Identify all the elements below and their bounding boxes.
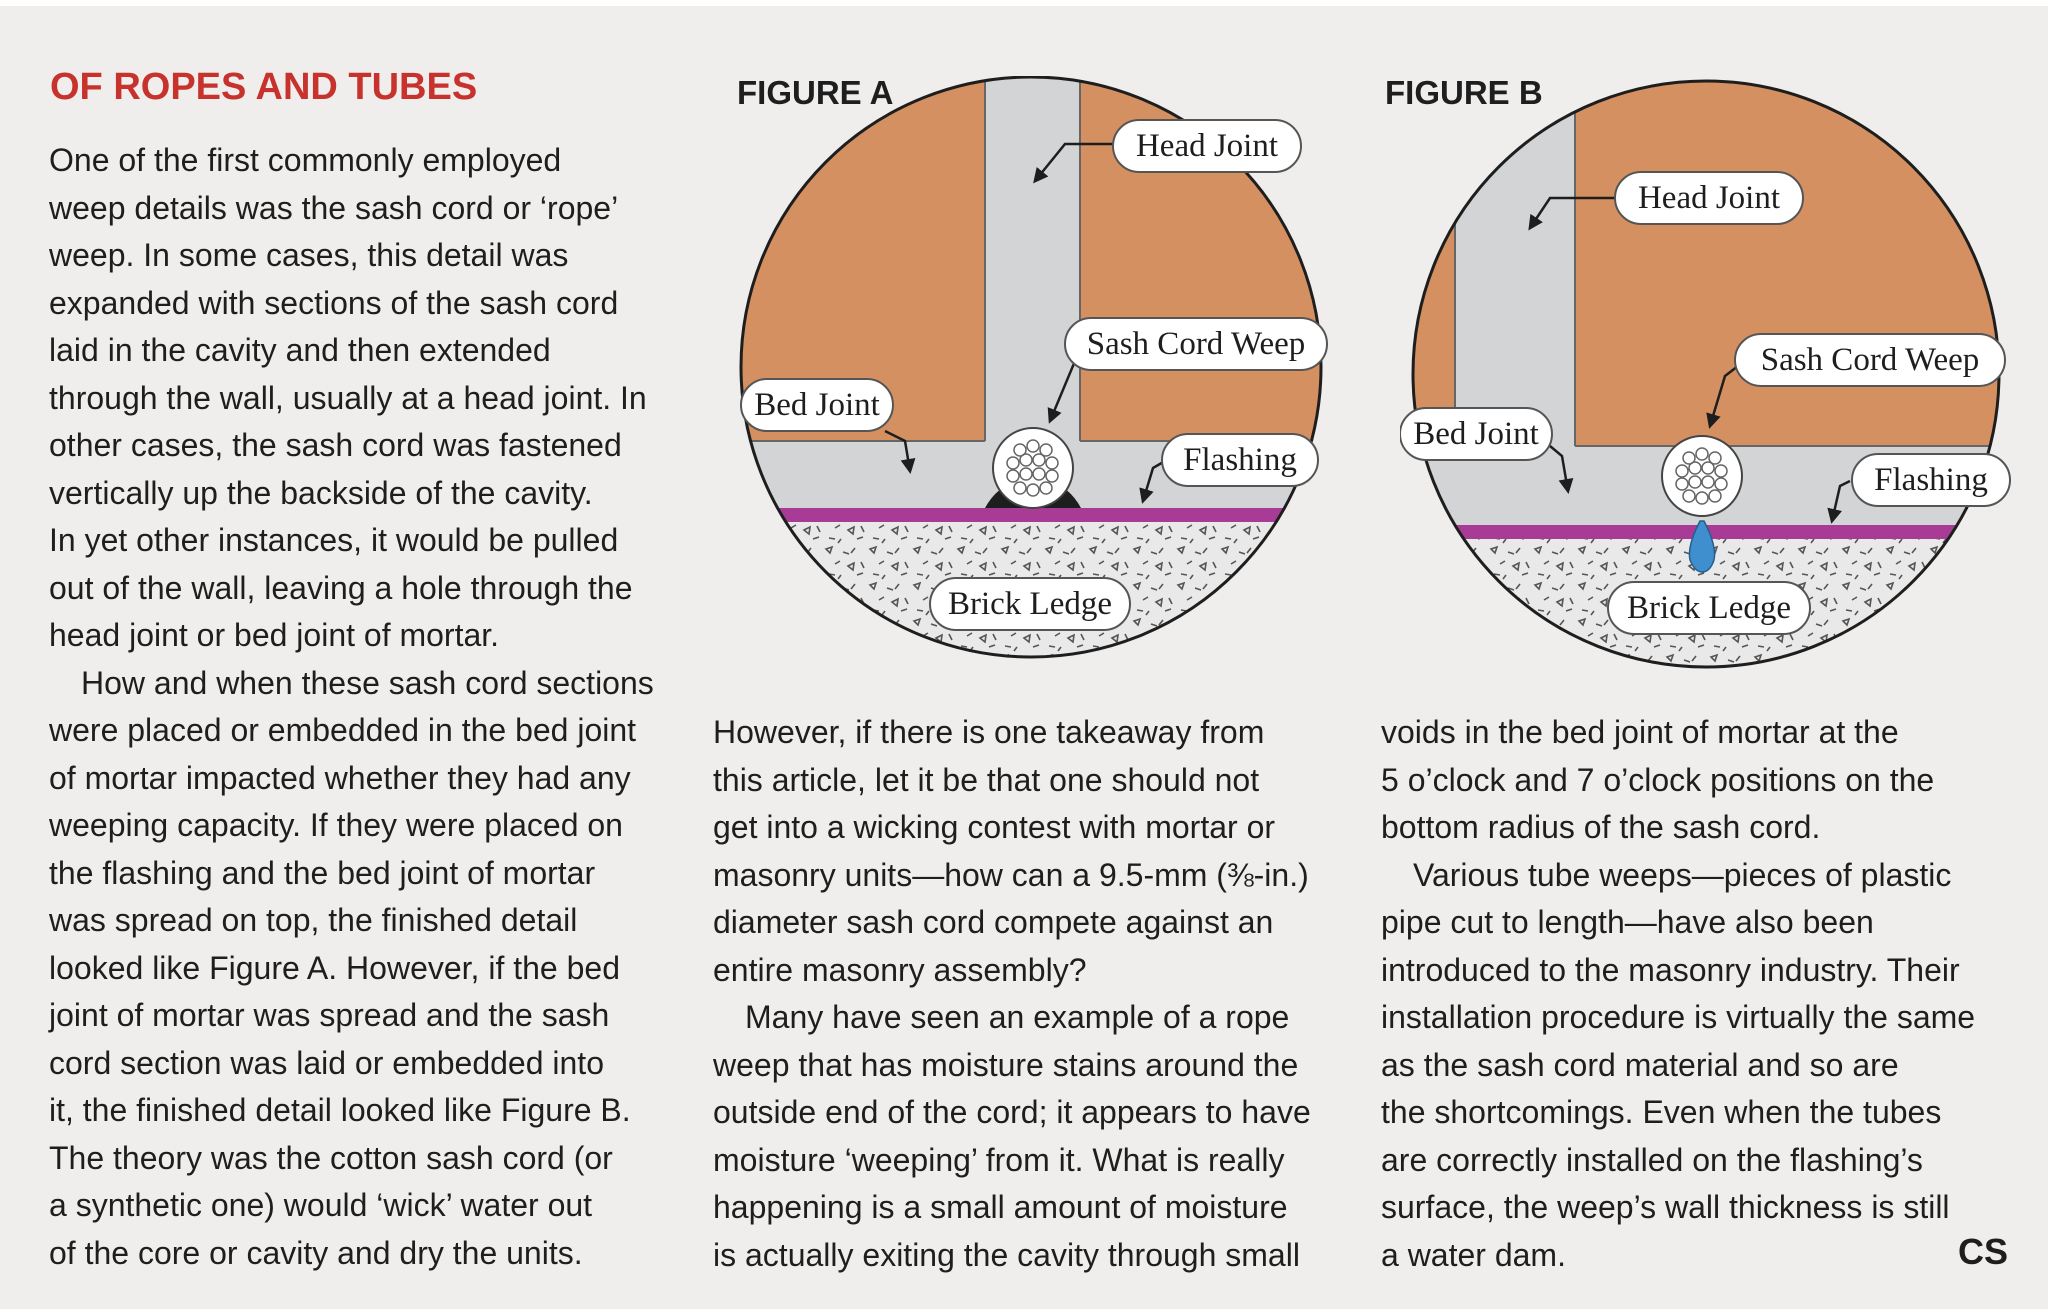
flashing-strip — [741, 508, 1321, 522]
section-title: OF ROPES AND TUBES — [50, 66, 478, 108]
sash-cord-weep-label: Sash Cord Weep — [1087, 326, 1306, 362]
text-line: get into a wicking contest with mortar o… — [713, 809, 1276, 845]
text-line: a synthetic one) would ‘wick’ water out — [49, 1187, 593, 1223]
text-line: In yet other instances, it would be pull… — [49, 522, 619, 558]
figure-b-diagram: Head Joint Sash Cord Weep Bed Joint Flas… — [1400, 79, 2011, 669]
text-line: bottom radius of the sash cord. — [1381, 809, 1821, 845]
text-line: were placed or embedded in the bed joint — [49, 712, 637, 748]
text-line: joint of mortar was spread and the sash — [49, 997, 610, 1033]
figure-b-label: FIGURE B — [1385, 74, 1543, 111]
text-line: through the wall, usually at a head join… — [49, 379, 647, 416]
brick-left — [1413, 81, 1455, 446]
end-mark: CS — [1958, 1231, 2009, 1272]
text-column-3: voids in the bed joint of mortar at the … — [1381, 709, 1975, 1279]
text-line: it, the finished detail looked like Figu… — [49, 1092, 631, 1128]
text-line: head joint or bed joint of mortar. — [49, 617, 500, 653]
text-line: of the core or cavity and dry the units. — [49, 1234, 583, 1271]
text-column-1: One of the first commonly employed weep … — [49, 137, 654, 1277]
text-line: How and when these sash cord sections — [49, 664, 654, 701]
text-line: 5 o’clock and 7 o’clock positions on the — [1381, 761, 1935, 798]
text-line: The theory was the cotton sash cord (or — [49, 1139, 613, 1176]
text-line: Many have seen an example of a rope — [713, 999, 1290, 1035]
brick-right — [1575, 81, 1999, 446]
text-line: was spread on top, the finished detail — [49, 902, 578, 938]
text-line: installation procedure is virtually the … — [1381, 999, 1976, 1035]
bed-joint-label: Bed Joint — [754, 387, 880, 423]
text-line: masonry units—how can a 9.5-mm (⅜-in.) — [713, 856, 1309, 893]
text-line: out of the wall, leaving a hole through … — [49, 569, 633, 606]
water-drop-icon — [1688, 520, 1716, 573]
text-line: diameter sash cord compete against an — [713, 904, 1274, 940]
text-line: introduced to the masonry industry. Thei… — [1381, 951, 1960, 988]
sash-cord-icon — [1661, 435, 1743, 517]
text-line: Various tube weeps—pieces of plastic — [1381, 856, 1952, 893]
flashing-label: Flashing — [1874, 462, 1988, 498]
text-line: voids in the bed joint of mortar at the — [1381, 714, 1899, 750]
text-line: are correctly installed on the flashing’… — [1381, 1141, 1923, 1178]
figure-a-label: FIGURE A — [737, 74, 894, 111]
text-line: cord section was laid or embedded into — [49, 1044, 604, 1081]
head-joint-label: Head Joint — [1638, 180, 1780, 216]
figure-a-diagram: Head Joint Sash Cord Weep Bed Joint Flas… — [739, 76, 1328, 659]
text-line: as the sash cord material and so are — [1381, 1046, 1899, 1083]
text-line: other cases, the sash cord was fastened — [49, 427, 622, 463]
text-line: is actually exiting the cavity through s… — [713, 1236, 1300, 1273]
bed-joint-label: Bed Joint — [1413, 416, 1539, 452]
text-line: weep that has moisture stains around the — [713, 1046, 1299, 1083]
text-line: the flashing and the bed joint of mortar — [49, 854, 596, 891]
sash-cord-icon — [992, 427, 1074, 509]
flashing-strip — [1413, 525, 1999, 539]
text-line: One of the first commonly employed — [49, 142, 562, 178]
text-line: a water dam. — [1381, 1236, 1566, 1273]
flashing-label: Flashing — [1183, 442, 1297, 478]
text-line: happening is a small amount of moisture — [713, 1189, 1288, 1225]
brick-ledge-label: Brick Ledge — [1627, 590, 1791, 626]
text-line: pipe cut to length—have also been — [1381, 904, 1874, 940]
sash-cord-weep-label: Sash Cord Weep — [1761, 342, 1980, 378]
text-line: weeping capacity. If they were placed on — [49, 807, 623, 843]
text-line: outside end of the cord; it appears to h… — [713, 1094, 1311, 1130]
text-line: weep details was the sash cord or ‘rope’ — [49, 189, 619, 226]
text-line: entire masonry assembly? — [713, 951, 1087, 988]
text-line: of mortar impacted whether they had any — [49, 759, 631, 796]
head-joint-label: Head Joint — [1136, 128, 1278, 164]
text-line: expanded with sections of the sash cord — [49, 284, 619, 321]
magazine-page: OF ROPES AND TUBES One of the first comm… — [0, 6, 2048, 1309]
text-column-2: However, if there is one takeaway from t… — [713, 709, 1311, 1279]
brick-ledge-label: Brick Ledge — [948, 586, 1112, 622]
text-line: weep. In some cases, this detail was — [49, 237, 569, 273]
text-line: However, if there is one takeaway from — [713, 714, 1265, 750]
text-line: moisture ‘weeping’ from it. What is real… — [713, 1141, 1285, 1178]
text-line: laid in the cavity and then extended — [49, 332, 551, 368]
text-line: the shortcomings. Even when the tubes — [1381, 1094, 1942, 1130]
text-line: vertically up the backside of the cavity… — [49, 474, 593, 511]
text-line: surface, the weep’s wall thickness is st… — [1381, 1189, 1950, 1225]
text-line: this article, let it be that one should … — [713, 761, 1260, 798]
text-line: looked like Figure A. However, if the be… — [49, 949, 620, 986]
